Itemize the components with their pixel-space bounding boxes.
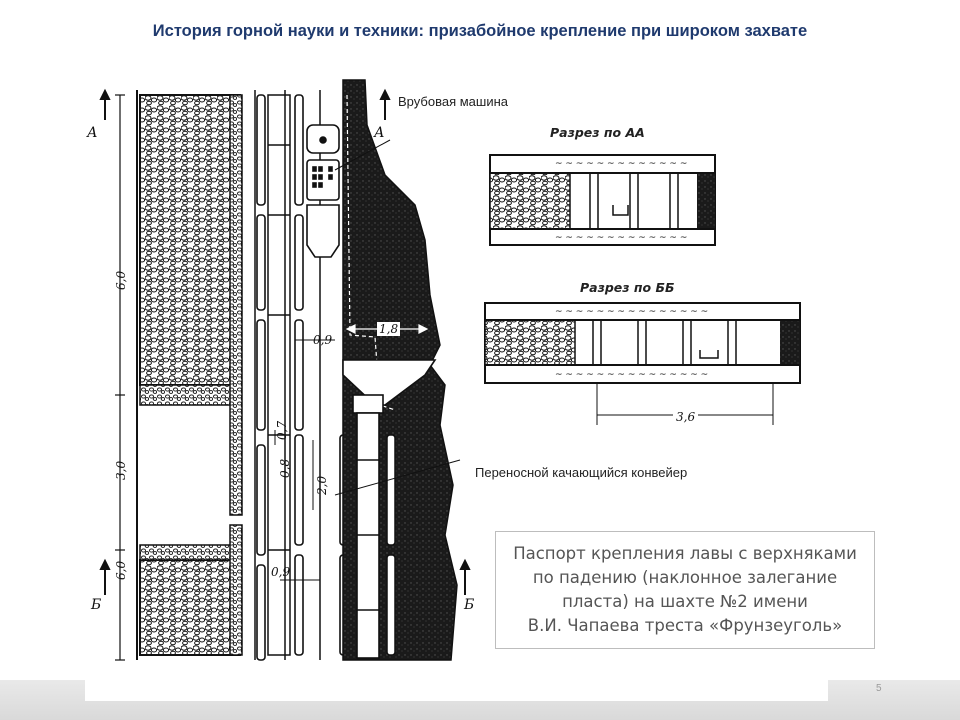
slide-title: История горной науки и техники: призабой… <box>152 22 808 40</box>
conveyor-label: Переносной качающийся конвейер <box>475 465 688 480</box>
dim-0-8: 0,8 <box>278 458 292 478</box>
dim-3-6: 3,6 <box>673 410 699 424</box>
caption-line-1: Паспорт крепления лавы с верхняками <box>513 544 857 563</box>
figure-caption: Паспорт крепления лавы с верхняками по п… <box>495 531 875 649</box>
dim-0-9-bottom: 0,9 <box>271 565 291 579</box>
mine-support-drawing: ~ ~ ~ ~ ~ ~ ~ ~ ~ ~ ~ ~ ~ ~ ~ ~ ~ ~ ~ ~ … <box>85 65 828 701</box>
caption-line-2: по падению (наклонное залегание <box>532 568 838 587</box>
section-mark-a-right: А <box>374 125 385 141</box>
section-bb-drawing: ~ ~ ~ ~ ~ ~ ~ ~ ~ ~ ~ ~ ~ ~ ~ ~ ~ ~ ~ ~ … <box>484 302 801 425</box>
gob-rubble-lower <box>139 559 241 656</box>
page-number: 5 <box>876 683 882 694</box>
gob-rubble-upper <box>139 94 241 386</box>
dim-0-7: 0,7 <box>275 420 289 440</box>
caption-line-3: пласта) на шахте №2 имени <box>562 592 808 611</box>
section-aa-drawing: ~ ~ ~ ~ ~ ~ ~ ~ ~ ~ ~ ~ ~ ~ ~ ~ ~ ~ ~ ~ … <box>489 154 716 246</box>
svg-text:~ ~ ~ ~ ~ ~ ~ ~ ~ ~ ~ ~ ~: ~ ~ ~ ~ ~ ~ ~ ~ ~ ~ ~ ~ ~ <box>555 233 687 243</box>
svg-text:~ ~ ~ ~ ~ ~ ~ ~ ~ ~ ~ ~ ~ ~ ~: ~ ~ ~ ~ ~ ~ ~ ~ ~ ~ ~ ~ ~ ~ ~ <box>555 370 708 380</box>
conveyor-icon <box>342 359 437 659</box>
svg-text:~ ~ ~ ~ ~ ~ ~ ~ ~ ~ ~ ~ ~ ~ ~: ~ ~ ~ ~ ~ ~ ~ ~ ~ ~ ~ ~ ~ ~ ~ <box>555 307 708 317</box>
section-bb-title: Разрез по ББ <box>580 280 675 295</box>
section-aa-title: Разрез по АА <box>550 125 645 140</box>
section-mark-a-left: А <box>87 125 98 141</box>
dim-2-0: 2,0 <box>315 475 329 495</box>
cutting-machine-icon <box>306 124 340 258</box>
drawing-graphics: ~ ~ ~ ~ ~ ~ ~ ~ ~ ~ ~ ~ ~ ~ ~ ~ ~ ~ ~ ~ … <box>99 79 801 661</box>
dim-1-8: 1,8 <box>377 322 401 336</box>
section-mark-b-left: Б <box>91 597 102 613</box>
section-mark-b-right: Б <box>464 597 475 613</box>
caption-line-4: В.И. Чапаева треста «Фрунзеуголь» <box>527 616 843 635</box>
cutting-machine-label: Врубовая машина <box>398 94 508 109</box>
dim-0-9-top: 0,9 <box>313 333 333 347</box>
dim-6-0-bottom: 6,0 <box>114 560 128 580</box>
dim-6-0-top: 6,0 <box>114 270 128 290</box>
svg-text:~ ~ ~ ~ ~ ~ ~ ~ ~ ~ ~ ~ ~: ~ ~ ~ ~ ~ ~ ~ ~ ~ ~ ~ ~ ~ <box>555 159 687 169</box>
dim-3-0: 3,0 <box>114 460 128 480</box>
